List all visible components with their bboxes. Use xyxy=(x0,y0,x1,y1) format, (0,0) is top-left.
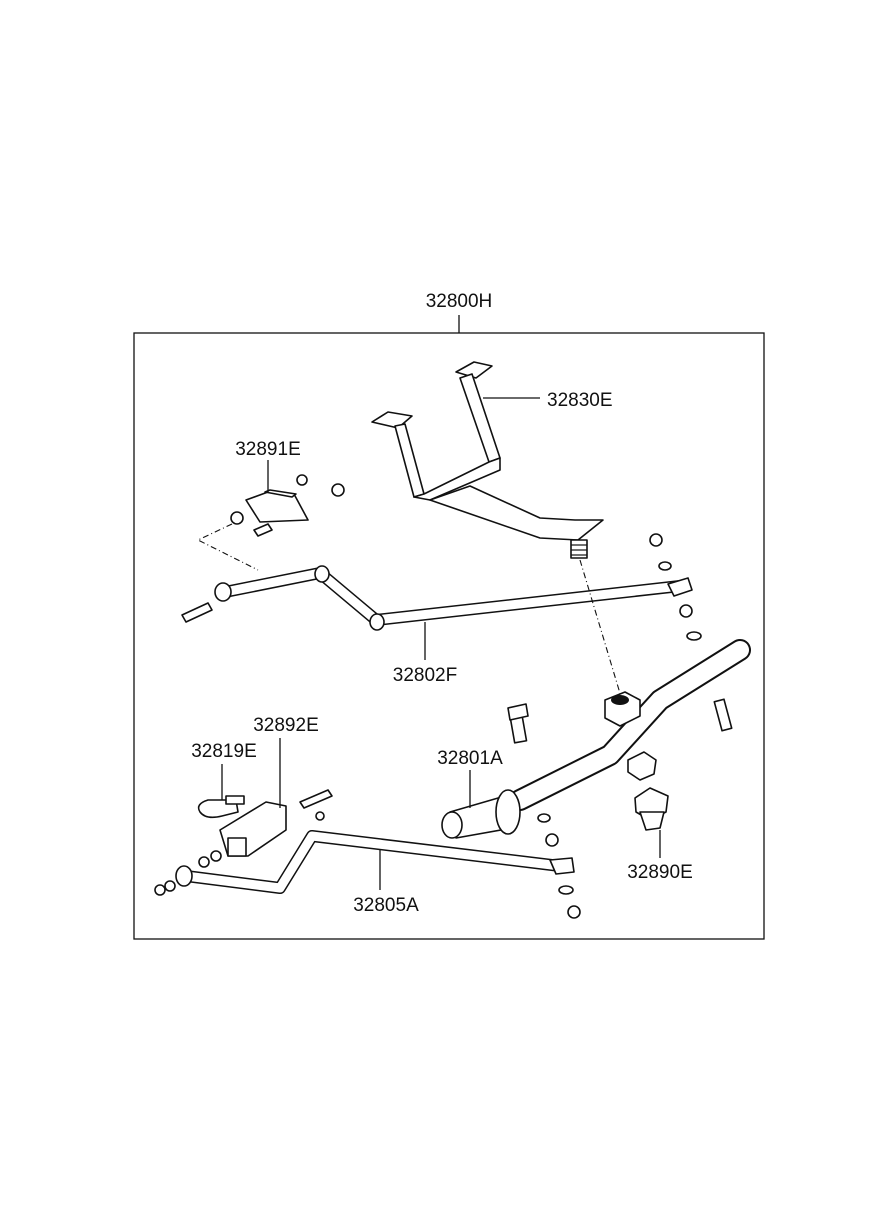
nut-icon xyxy=(164,880,176,892)
nut-icon xyxy=(230,511,244,525)
nut-icon xyxy=(210,850,222,862)
nut-icon xyxy=(649,533,663,547)
washer-icon xyxy=(686,631,702,641)
assembly-guide-line xyxy=(579,559,623,701)
label-32830E: 32830E xyxy=(547,390,613,411)
assembly-guide-line xyxy=(196,523,259,571)
nut-32890E xyxy=(627,751,669,831)
label-32802F: 32802F xyxy=(393,665,457,686)
washer-icon xyxy=(658,561,672,571)
nut-icon xyxy=(198,856,210,868)
label-32819E: 32819E xyxy=(191,741,257,762)
nut-icon xyxy=(154,884,166,896)
bracket-32891E xyxy=(230,474,345,537)
nut-icon xyxy=(545,833,559,847)
nut-icon xyxy=(567,905,581,919)
label-32891E: 32891E xyxy=(235,439,301,460)
nut-icon xyxy=(315,811,325,821)
label-32805A: 32805A xyxy=(353,895,419,916)
rod-32802F xyxy=(181,533,693,631)
nut-icon xyxy=(331,483,345,497)
label-32800H: 32800H xyxy=(426,291,493,312)
washer-icon xyxy=(537,813,551,823)
clamp-32819E xyxy=(197,795,245,819)
washer-icon xyxy=(558,885,574,895)
label-32801A: 32801A xyxy=(437,748,503,769)
nut-icon xyxy=(296,474,308,486)
label-32890E: 32890E xyxy=(627,862,693,883)
assembly-frame xyxy=(133,332,765,940)
bracket-32892E xyxy=(219,789,333,857)
bracket-32830E xyxy=(371,361,604,559)
rod-32805A xyxy=(154,830,581,919)
nut-icon xyxy=(679,604,693,618)
shaft-32801A xyxy=(441,631,751,847)
label-32892E: 32892E xyxy=(253,715,319,736)
